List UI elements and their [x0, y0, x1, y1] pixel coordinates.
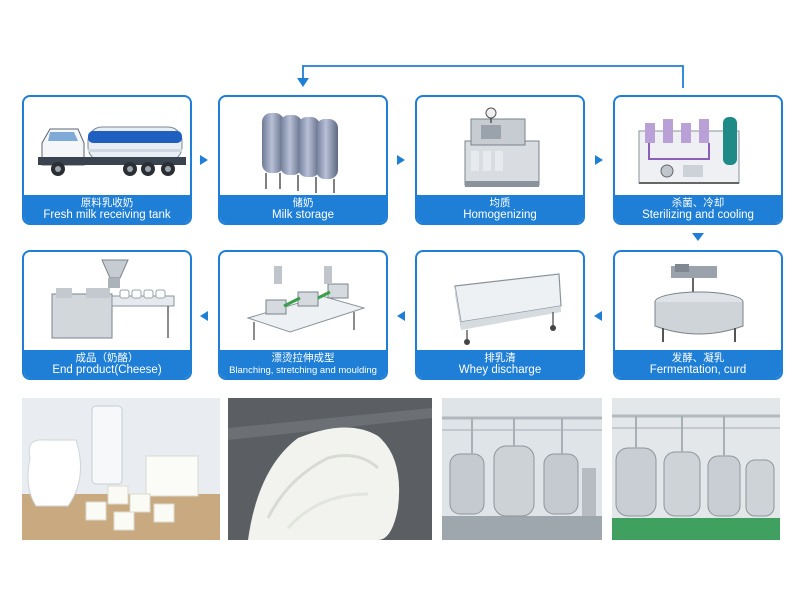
- step-label-zh: 发酵、凝乳: [671, 352, 725, 364]
- step-label-en: Homogenizing: [463, 209, 537, 221]
- flow-arrow: [595, 155, 603, 165]
- step-card-2: 储奶 Milk storage: [218, 95, 388, 225]
- step-caption: 原料乳收奶 Fresh milk receiving tank: [24, 195, 190, 223]
- step-label-en: Fresh milk receiving tank: [43, 209, 171, 221]
- cheese-vat-icon: [654, 264, 744, 342]
- step-caption: 杀菌、冷却 Sterilizing and cooling: [615, 195, 781, 223]
- step-label-zh: 储奶: [292, 197, 314, 209]
- step-card-5: 发酵、凝乳 Fermentation, curd: [613, 250, 783, 380]
- step-card-1: 原料乳收奶 Fresh milk receiving tank: [22, 95, 192, 225]
- step-label-zh: 均质: [489, 197, 511, 209]
- factory-tanks-photo: [612, 398, 780, 540]
- photo-curd: [228, 398, 432, 540]
- factory-tanks-photo: [442, 398, 602, 540]
- flow-arrow: [692, 233, 704, 241]
- step-label-zh: 原料乳收奶: [80, 197, 134, 209]
- step-caption: 成品（奶酪） End product(Cheese): [24, 350, 190, 378]
- step-label-zh: 杀菌、冷却: [671, 197, 725, 209]
- stretching-machine-icon: [246, 266, 366, 340]
- storage-tanks-icon: [262, 113, 338, 193]
- flow-arrow: [397, 155, 405, 165]
- step-card-7: 漂烫拉伸成型 Blanching, stretching and mouldin…: [218, 250, 388, 380]
- step-label-en: Sterilizing and cooling: [642, 209, 754, 221]
- cheese-forming-machine-icon: [51, 259, 175, 339]
- step-card-4: 杀菌、冷却 Sterilizing and cooling: [613, 95, 783, 225]
- flow-arrow: [594, 311, 602, 321]
- sterilizer-unit-icon: [638, 117, 740, 184]
- step-card-3: 均质 Homogenizing: [415, 95, 585, 225]
- step-label-en: Blanching, stretching and moulding: [229, 365, 377, 376]
- photo-cheese-milk: [22, 398, 220, 540]
- step-card-8: 成品（奶酪） End product(Cheese): [22, 250, 192, 380]
- step-caption: 排乳清 Whey discharge: [417, 350, 583, 378]
- step-card-6: 排乳清 Whey discharge: [415, 250, 585, 380]
- flow-arrow: [200, 311, 208, 321]
- step-label-zh: 排乳清: [484, 352, 516, 364]
- step-label-en: Whey discharge: [458, 364, 542, 376]
- step-caption: 漂烫拉伸成型 Blanching, stretching and mouldin…: [220, 350, 386, 378]
- loop-arrowhead: [297, 78, 309, 87]
- photo-factory-1: [442, 398, 602, 540]
- homogenizer-icon: [464, 107, 540, 187]
- curd-photo: [228, 398, 432, 540]
- photo-factory-2: [612, 398, 780, 540]
- step-caption: 发酵、凝乳 Fermentation, curd: [615, 350, 781, 378]
- step-label-zh: 漂烫拉伸成型: [271, 352, 335, 364]
- flow-arrow: [200, 155, 208, 165]
- milk-tanker-truck-icon: [38, 126, 186, 176]
- step-label-en: Fermentation, curd: [649, 364, 747, 376]
- step-label-zh: 成品（奶酪）: [75, 352, 139, 364]
- whey-trolley-icon: [454, 273, 562, 345]
- flow-arrow: [397, 311, 405, 321]
- step-caption: 储奶 Milk storage: [220, 195, 386, 223]
- step-caption: 均质 Homogenizing: [417, 195, 583, 223]
- cheese-and-milk-photo: [22, 398, 220, 540]
- step-label-en: Milk storage: [272, 209, 334, 221]
- step-label-en: End product(Cheese): [52, 364, 162, 376]
